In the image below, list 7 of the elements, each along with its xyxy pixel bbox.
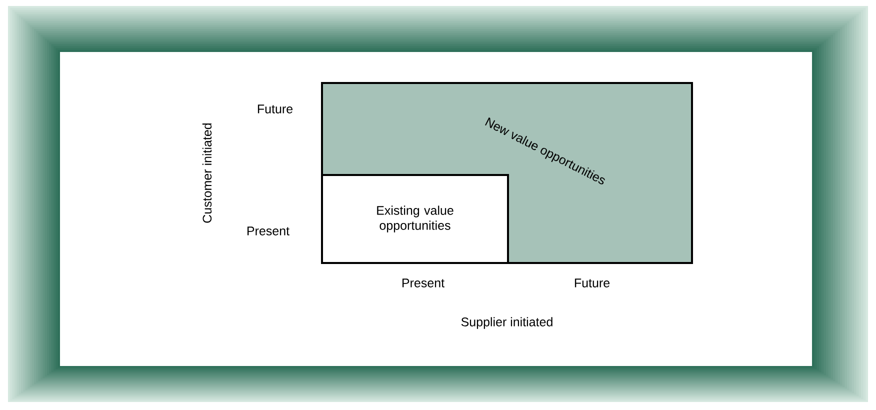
- tick-label: Present: [247, 226, 290, 236]
- tick-label: Future: [574, 278, 610, 288]
- axis-title: Supplier initiated: [461, 317, 552, 329]
- tick-label: Present: [402, 278, 444, 288]
- matrix-cell: Existing value opportunities: [321, 174, 509, 264]
- tick-label: Future: [258, 104, 293, 114]
- axis-title: Customer initiated: [202, 123, 212, 223]
